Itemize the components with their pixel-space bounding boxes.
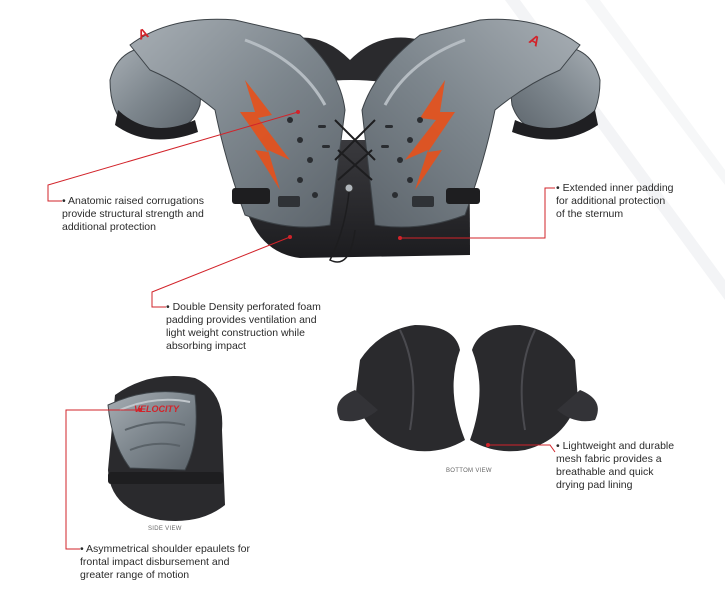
callout-asymmetrical-epaulets: • Asymmetrical shoulder epaulets for fro… [80, 543, 250, 582]
callout-line: padding provides ventilation and [166, 314, 317, 326]
side-view-label: SIDE VIEW [148, 526, 182, 532]
callout-line: • Lightweight and durable [556, 440, 675, 452]
bottom-view-label: BOTTOM VIEW [446, 468, 492, 474]
callout-mesh-fabric: • Lightweight and durable mesh fabric pr… [556, 440, 674, 492]
callout-line: • Double Density perforated foam [166, 301, 321, 313]
callout-line: drying pad lining [556, 479, 633, 491]
callout-line: • Anatomic raised corrugations [62, 195, 204, 207]
callout-line: of the sternum [556, 208, 624, 220]
callout-line: • Asymmetrical shoulder epaulets for [80, 543, 250, 555]
callout-line: additional protection [62, 221, 156, 233]
callout-line: absorbing impact [166, 340, 246, 352]
callout-line: mesh fabric provides a [556, 453, 662, 465]
callout-line: for additional protection [556, 195, 666, 207]
flame-graphic-right [405, 80, 455, 190]
flame-graphic-left [240, 80, 290, 190]
callout-line: frontal impact disbursement and [80, 556, 230, 568]
callout-line: light weight construction while [166, 327, 305, 339]
callout-line: • Extended inner padding [556, 182, 674, 194]
callout-anatomic-corrugations: • Anatomic raised corrugations provide s… [62, 195, 204, 234]
callout-double-density-foam: • Double Density perforated foam padding… [166, 301, 321, 353]
callout-inner-padding: • Extended inner padding for additional … [556, 182, 674, 221]
callout-line: provide structural strength and [62, 208, 204, 220]
callout-line: greater range of motion [80, 569, 190, 581]
callout-line: breathable and quick [556, 466, 654, 478]
velocity-logo: VELOCITY [134, 404, 180, 414]
